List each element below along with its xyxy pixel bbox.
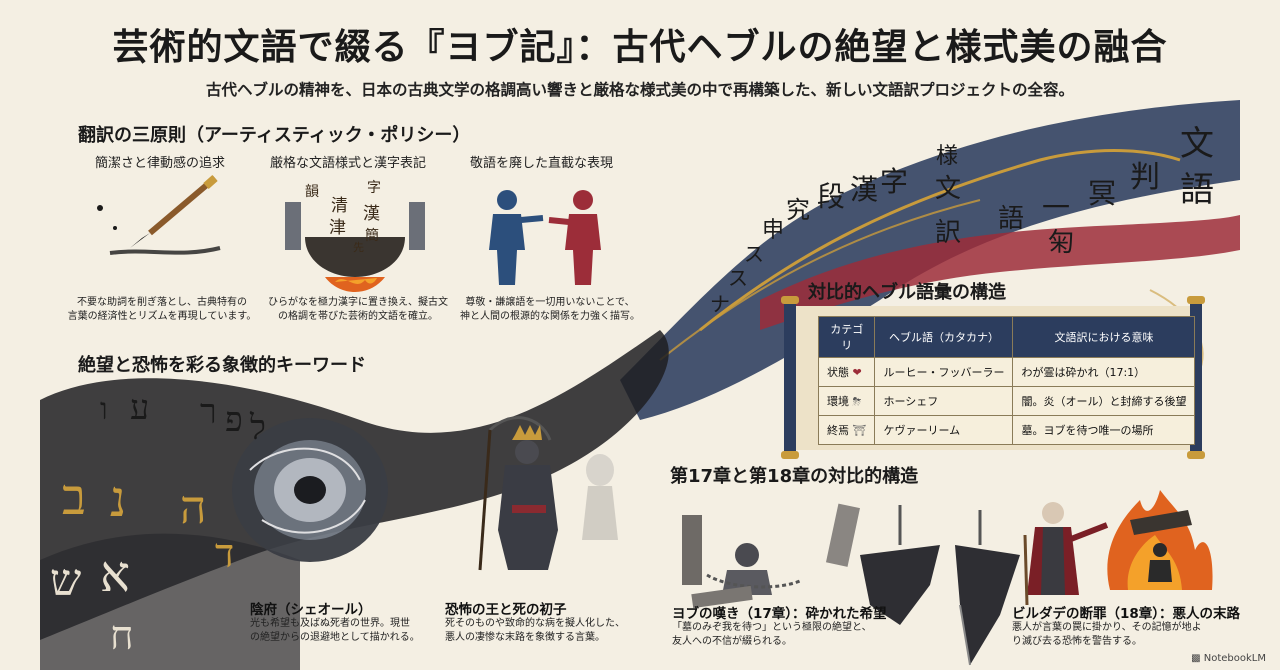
principles-heading: 翻訳の三原則（アーティスティック・ポリシー）	[78, 125, 471, 146]
kanji-pot-icon	[285, 202, 425, 292]
vocab-category-label: 終焉	[827, 424, 849, 437]
principle-2-desc-line2: の格調を帯びた芸術的文語を確立。	[278, 311, 438, 322]
page-title: 芸術的文語で綴る『ヨブ記』：古代ヘブルの絶望と様式美の融合	[112, 26, 1168, 68]
chapter18-desc-line1: 悪人が言葉の罠に掛かり、その記憶が地よ	[1012, 622, 1202, 633]
ink-ribbon-gold	[699, 149, 1181, 332]
two-figures-icon	[489, 190, 601, 285]
pot-glyph: 津	[329, 218, 346, 238]
principle-2-desc-line1: ひらがなを極力漢字に置き換え、擬古文	[268, 297, 448, 308]
pot-glyph: 漢	[363, 204, 380, 224]
principle-1-desc-line2: 言葉の経済性とリズムを再現しています。	[67, 311, 257, 322]
table-row: 環境 ⛈ ホーシェフ 闇。炎（オール）と封締する後望	[817, 386, 1196, 416]
chapter18-title: ビルダデの断罪（18章）：悪人の末路	[1012, 606, 1241, 622]
principle-3-desc-line1: 尊敬・謙譲語を一切用いないことで、	[465, 297, 635, 308]
vocab-heading: 対比的ヘブル語彙の構造	[808, 282, 1006, 303]
vocab-cell-category: 環境 ⛈	[817, 386, 876, 416]
vocab-cell-meaning: わが霊は砕かれ（17:1）	[1012, 357, 1196, 387]
cloud-sun-icon: ⛈	[852, 395, 862, 408]
pot-glyph: 先	[353, 241, 364, 254]
principle-1-desc-line1: 不要な助詞を削ぎ落とし、古典特有の	[77, 297, 247, 308]
king-of-terrors-figure	[478, 416, 618, 571]
broken-pillars-scene	[682, 503, 860, 609]
vocab-cell-meaning: 墓。ヨブを待つ唯一の場所	[1012, 415, 1196, 445]
vocab-table: カテゴリ ヘブル語（カタカナ） 文語訳における意味 状態 ❤ ルーヒー・フッバー…	[817, 316, 1196, 445]
abyss-vortex	[232, 418, 388, 562]
king-of-terrors-desc-line2: 悪人の凄惨な末路を象徴する言葉。	[445, 632, 605, 643]
notebooklm-logo: ▩ NotebookLM	[1191, 653, 1266, 664]
sheol-title: 陰府（シェオール）	[250, 602, 372, 618]
vocab-header-row: カテゴリ ヘブル語（カタカナ） 文語訳における意味	[817, 316, 1196, 358]
logo-icon: ▩	[1191, 653, 1201, 664]
bildad-figure	[1023, 502, 1109, 606]
chapters-heading: 第17章と第18章の対比的構造	[670, 466, 919, 487]
principle-1-desc: 不要な助詞を削ぎ落とし、古典特有の 言葉の経済性とリズムを再現しています。	[62, 296, 262, 324]
table-row: 終焉 ⛩ ケヴァーリーム 墓。ヨブを待つ唯一の場所	[817, 415, 1196, 445]
vocab-category-label: 状態	[827, 366, 849, 379]
scroll-rod-left	[784, 300, 796, 455]
chapter18-desc: 悪人が言葉の罠に掛かり、その記憶が地よ り滅び去る恐怖を警告する。	[1012, 621, 1202, 649]
pot-glyph: 字	[367, 180, 381, 196]
ink-ribbon-crimson	[760, 215, 1240, 330]
page-subtitle: 古代ヘブルの精神を、日本の古典文学の格調高い響きと厳格な様式美の中で再構築した、…	[205, 81, 1074, 99]
king-of-terrors-desc-line1: 死そのものや致命的な病を擬人化した、	[445, 618, 625, 629]
cliff-chasm-scene	[860, 505, 1020, 666]
vocab-col-hebrew: ヘブル語（カタカナ）	[874, 316, 1014, 358]
burning-house-scene	[1107, 490, 1213, 590]
principle-2-title: 厳格な文語様式と漢字表記	[270, 156, 427, 171]
keywords-heading: 絶望と恐怖を彩る象徴的キーワード	[78, 355, 366, 376]
vocab-cell-hebrew: ルーヒー・フッバーラー	[874, 357, 1014, 387]
principle-2-desc: ひらがなを極力漢字に置き換え、擬古文 の格調を帯びた芸術的文語を確立。	[258, 296, 458, 324]
gravestone-icon: ⛩	[852, 424, 867, 437]
sheol-desc: 光も希望も及ばぬ死者の世界。現世 の絶望からの退避地として描かれる。	[250, 617, 420, 645]
sheol-desc-line1: 光も希望も及ばぬ死者の世界。現世	[250, 618, 410, 629]
sheol-desc-line2: の絶望からの退避地として描かれる。	[250, 632, 420, 643]
chapter18-desc-line2: り滅び去る恐怖を警告する。	[1012, 636, 1142, 647]
vocab-col-meaning: 文語訳における意味	[1012, 316, 1196, 358]
logo-text: NotebookLM	[1203, 653, 1266, 664]
king-of-terrors-title: 恐怖の王と死の初子	[445, 602, 567, 618]
vocab-cell-category: 終焉 ⛩	[817, 415, 876, 445]
chapter17-title: ヨブの嘆き（17章）：砕かれた希望	[672, 606, 887, 622]
chapter17-desc-line2: 友人への不信が綴られる。	[672, 636, 792, 647]
brush-icon	[97, 175, 221, 255]
vocab-cell-hebrew: ケヴァーリーム	[874, 415, 1014, 445]
vocab-cell-hebrew: ホーシェフ	[874, 386, 1014, 416]
principle-1-title: 簡潔さと律動感の追求	[95, 156, 226, 171]
table-row: 状態 ❤ ルーヒー・フッバーラー わが霊は砕かれ（17:1）	[817, 357, 1196, 387]
pot-glyph: 韻	[305, 184, 319, 200]
broken-heart-icon: ❤	[852, 366, 862, 379]
chapter17-desc: 「墓のみぞ我を待つ」という極限の絶望と、 友人への不信が綴られる。	[672, 621, 872, 649]
chapter17-desc-line1: 「墓のみぞ我を待つ」という極限の絶望と、	[672, 622, 872, 633]
principle-3-desc-line2: 神と人間の根源的な関係を力強く描写。	[460, 311, 640, 322]
king-of-terrors-desc: 死そのものや致命的な病を擬人化した、 悪人の凄惨な末路を象徴する言葉。	[445, 617, 625, 645]
vocab-cell-category: 状態 ❤	[817, 357, 876, 387]
vocab-col-category: カテゴリ	[817, 316, 876, 358]
vocab-cell-meaning: 闇。炎（オール）と封締する後望	[1012, 386, 1196, 416]
pot-glyph: 清	[331, 196, 348, 216]
vocab-category-label: 環境	[827, 395, 849, 408]
principle-3-title: 敬語を廃した直截な表現	[470, 156, 614, 171]
pot-glyph: 簡	[365, 228, 379, 244]
principle-3-desc: 尊敬・謙譲語を一切用いないことで、 神と人間の根源的な関係を力強く描写。	[450, 296, 650, 324]
